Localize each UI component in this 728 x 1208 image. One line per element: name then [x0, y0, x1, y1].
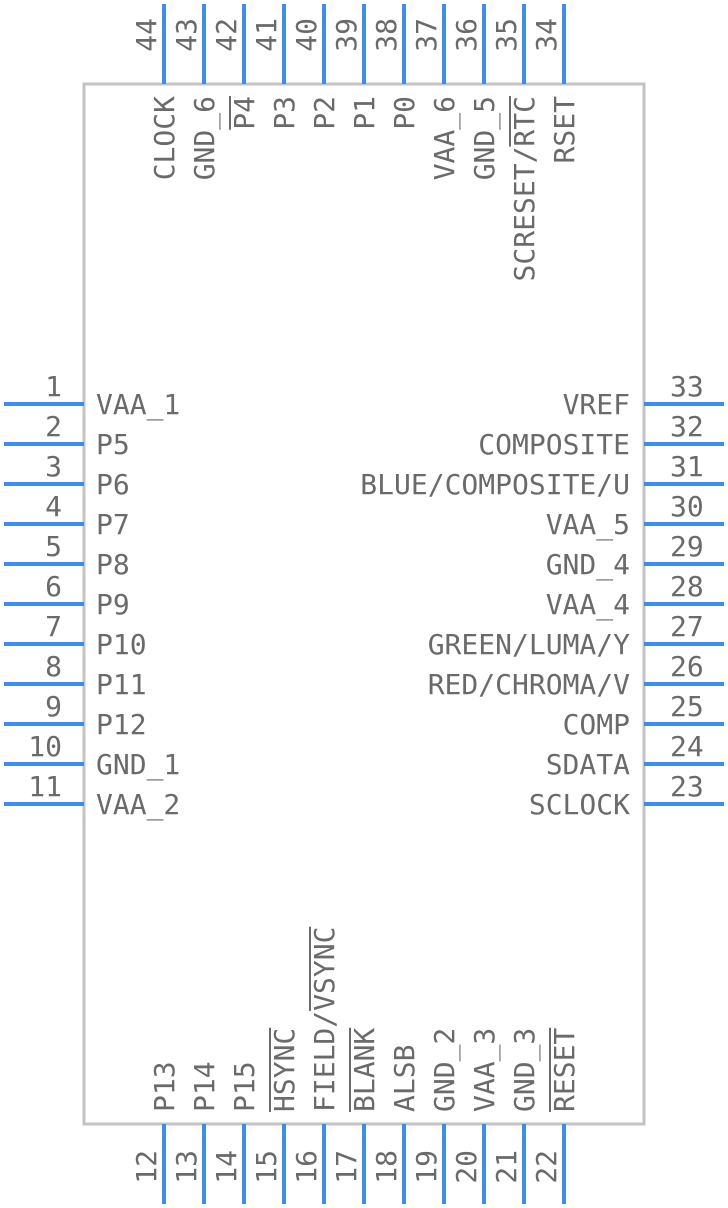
pin-12-name: P13 — [148, 1061, 181, 1112]
pin-6-name: P9 — [96, 588, 130, 621]
pin-2-name: P5 — [96, 428, 130, 461]
pin-42-number: 42 — [210, 18, 243, 52]
pin-14-number: 14 — [210, 1150, 243, 1184]
pin-37-number: 37 — [410, 18, 443, 52]
pin-10-number: 10 — [28, 730, 62, 763]
pin-31-name: BLUE/COMPOSITE/U — [360, 468, 630, 501]
pin-35-name: SCRESET/RTC — [508, 96, 541, 281]
pin-8-name: P11 — [96, 668, 147, 701]
pin-16-name: FIELD/VSYNC — [308, 927, 341, 1112]
pin-27-number: 27 — [670, 610, 704, 643]
pin-19-name: GND_2 — [428, 1028, 462, 1112]
pin-38-number: 38 — [370, 18, 403, 52]
pin-13-number: 13 — [170, 1150, 203, 1184]
pin-33-name: VREF — [563, 388, 630, 421]
pin-30-name: VAA_5 — [546, 508, 630, 542]
pin-36-number: 36 — [450, 18, 483, 52]
pin-20-name: VAA_3 — [468, 1028, 502, 1112]
pin-20-number: 20 — [450, 1150, 483, 1184]
ic-body-outline — [82, 82, 646, 1126]
pin-8-number: 8 — [45, 650, 62, 683]
pin-27-name: GREEN/LUMA/Y — [428, 628, 630, 661]
pin-21-name: GND_3 — [508, 1028, 542, 1112]
pin-40-name: P2 — [308, 96, 341, 130]
pin-24-number: 24 — [670, 730, 704, 763]
pin-34-number: 34 — [530, 18, 563, 52]
pin-1-name: VAA_1 — [96, 388, 180, 422]
pin-11-name: VAA_2 — [96, 788, 180, 822]
pin-32-name: COMPOSITE — [478, 428, 630, 461]
pin-3-number: 3 — [45, 450, 62, 483]
pin-4-number: 4 — [45, 490, 62, 523]
pin-38-name: P0 — [388, 96, 421, 130]
pin-26-name: RED/CHROMA/V — [428, 668, 630, 701]
pin-34-name: RSET — [548, 96, 581, 164]
pin-43-name: GND_6 — [188, 96, 222, 180]
pin-22-name: RESET — [548, 1028, 581, 1112]
pin-16-number: 16 — [290, 1150, 323, 1184]
pin-41-name: P3 — [268, 96, 301, 130]
pin-31-number: 31 — [670, 450, 704, 483]
pin-36-name: GND_5 — [468, 96, 502, 180]
pin-5-name: P8 — [96, 548, 130, 581]
pin-28-number: 28 — [670, 570, 704, 603]
pin-17-name: BLANK — [348, 1028, 381, 1112]
pin-21-number: 21 — [490, 1150, 523, 1184]
pin-13-name: P14 — [188, 1061, 221, 1112]
pin-23-name: SCLOCK — [529, 788, 630, 821]
pin-41-number: 41 — [250, 18, 283, 52]
pin-33-number: 33 — [670, 370, 704, 403]
pin-9-name: P12 — [96, 708, 147, 741]
pin-39-name: P1 — [348, 96, 381, 130]
pin-42-name: P4 — [228, 96, 261, 130]
pin-4-name: P7 — [96, 508, 130, 541]
pin-25-name: COMP — [563, 708, 630, 741]
pin-23-number: 23 — [670, 770, 704, 803]
pin-37-name: VAA_6 — [428, 96, 462, 180]
pin-17-number: 17 — [330, 1150, 363, 1184]
pin-32-number: 32 — [670, 410, 704, 443]
pin-15-name: HSYNC — [268, 1028, 301, 1112]
bottom-pin-group: 12 P13 13 P14 14 P15 15 HSYNC 16 FIELD/VSYNC 17 BLA… — [130, 927, 581, 1204]
pin-40-number: 40 — [290, 18, 323, 52]
pin-18-name: ALSB — [388, 1045, 421, 1112]
pin-2-number: 2 — [45, 410, 62, 443]
pin-22-number: 22 — [530, 1150, 563, 1184]
pin-15-number: 15 — [250, 1150, 283, 1184]
pin-11-number: 11 — [28, 770, 62, 803]
pin-29-number: 29 — [670, 530, 704, 563]
pin-30-number: 30 — [670, 490, 704, 523]
pin-26-number: 26 — [670, 650, 704, 683]
pin-14-name: P15 — [228, 1061, 261, 1112]
pin-43-number: 43 — [170, 18, 203, 52]
pin-35-number: 35 — [490, 18, 523, 52]
pin-28-name: VAA_4 — [546, 588, 630, 622]
pin-29-name: GND_4 — [546, 548, 630, 582]
pin-5-number: 5 — [45, 530, 62, 563]
pin-44-name: CLOCK — [148, 96, 181, 180]
pin-1-number: 1 — [45, 370, 62, 403]
pin-19-number: 19 — [410, 1150, 443, 1184]
pin-7-name: P10 — [96, 628, 147, 661]
pin-10-name: GND_1 — [96, 748, 180, 782]
pin-3-name: P6 — [96, 468, 130, 501]
pin-6-number: 6 — [45, 570, 62, 603]
pin-12-number: 12 — [130, 1150, 163, 1184]
pin-39-number: 39 — [330, 18, 363, 52]
pin-24-name: SDATA — [546, 748, 630, 781]
pin-44-number: 44 — [130, 18, 163, 52]
pin-25-number: 25 — [670, 690, 704, 723]
pin-18-number: 18 — [370, 1150, 403, 1184]
pin-9-number: 9 — [45, 690, 62, 723]
pin-7-number: 7 — [45, 610, 62, 643]
